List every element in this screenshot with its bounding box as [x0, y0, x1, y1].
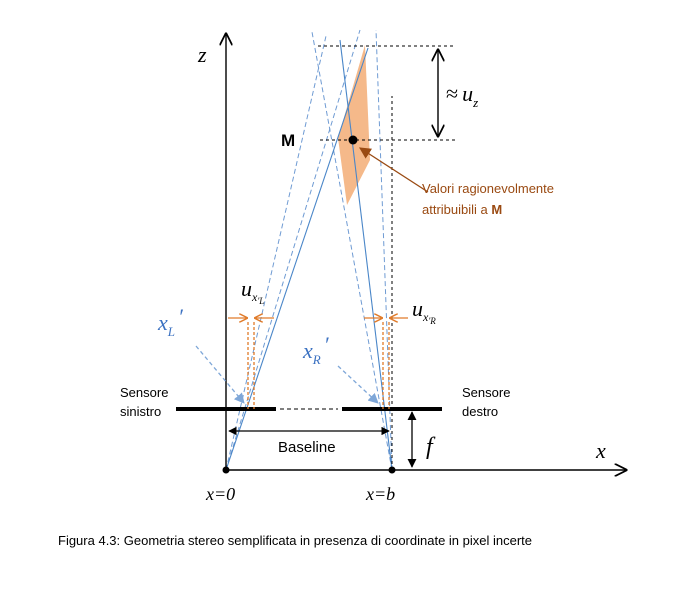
- u-right-label: ux′R: [412, 296, 436, 326]
- z-axis-label: z: [197, 42, 207, 67]
- right-sensor-line1: Sensore: [462, 385, 510, 400]
- focal-label: f: [426, 434, 436, 460]
- x-axis-label: x: [595, 438, 606, 463]
- xr-pointer: [337, 365, 379, 404]
- annotation-pointer: [359, 147, 429, 193]
- b-label: x=b: [365, 484, 395, 504]
- left-camera-center: [222, 466, 230, 474]
- xl-pointer: [195, 345, 245, 404]
- annotation-line1: Valori ragionevolmente: [422, 181, 554, 196]
- uncertainty-region: [338, 45, 370, 205]
- m-label: M: [281, 131, 295, 150]
- right-camera-center: [388, 466, 396, 474]
- uz-label: ≈uz: [446, 81, 478, 110]
- left-sensor-line1: Sensore: [120, 385, 168, 400]
- annotation-line2: attribuibili a M: [422, 202, 502, 217]
- left-sensor-line2: sinistro: [120, 404, 161, 419]
- right-pixel-uncertainty: [364, 318, 408, 409]
- right-sensor-line2: destro: [462, 404, 498, 419]
- left-pixel-uncertainty: [228, 318, 274, 409]
- figure-caption: Figura 4.3: Geometria stereo semplificat…: [58, 533, 532, 548]
- point-m: [348, 135, 358, 145]
- xl-label: xL′: [157, 304, 184, 339]
- origin-label: x=0: [205, 484, 235, 504]
- baseline-label: Baseline: [278, 439, 336, 456]
- xr-label: xR′: [302, 332, 330, 367]
- u-left-label: ux′L: [241, 276, 264, 306]
